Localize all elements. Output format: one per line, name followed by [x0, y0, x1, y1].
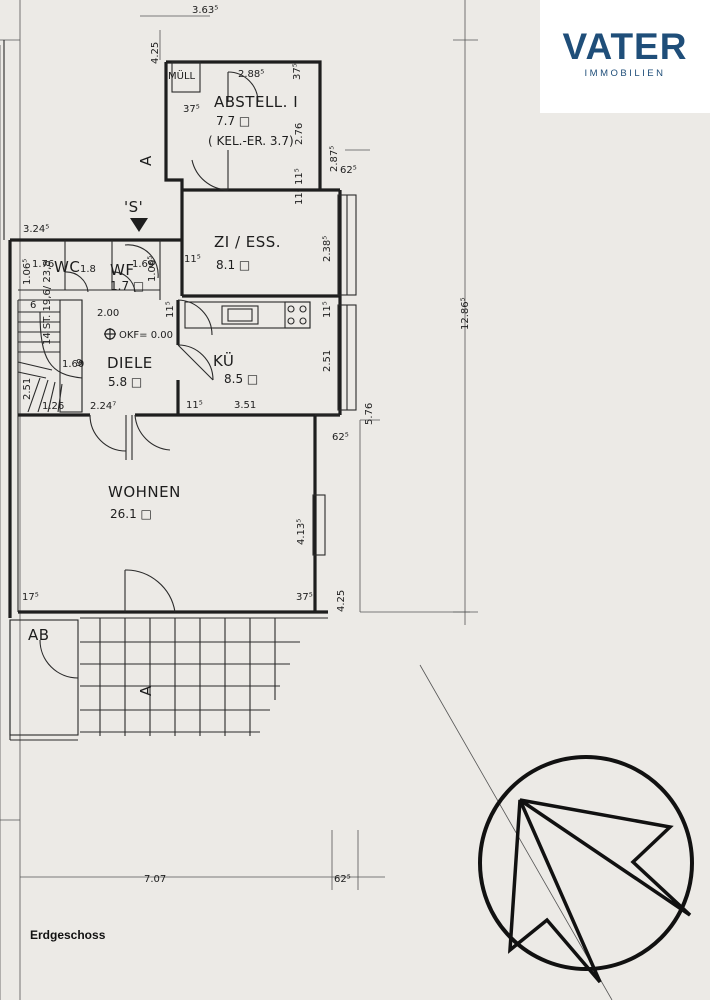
dim-251-b: 2.51 — [22, 378, 33, 400]
dim-425-top: 4.25 — [150, 42, 161, 64]
dim-9: 9 — [76, 358, 82, 369]
dim-175: 17⁵ — [22, 592, 39, 603]
dim-6: 6 — [30, 300, 36, 311]
dim-2247: 2.24⁷ — [90, 401, 116, 412]
floor-label: Erdgeschoss — [30, 928, 106, 942]
room-name-wohnen: WOHNEN — [108, 483, 181, 501]
room-name-kueche: KÜ — [213, 351, 234, 370]
dim-425-bottom: 4.25 — [336, 590, 347, 612]
dim-176: 1.76 — [32, 259, 54, 270]
doors — [39, 71, 259, 679]
dim-115-b: 11⁵ — [294, 188, 305, 205]
dim-375-b: 37⁵ — [183, 104, 200, 115]
room-name-abstell: ABSTELL. I — [214, 93, 298, 111]
dim-2385: 2.38⁵ — [322, 236, 333, 262]
room-name-muell: MÜLL — [168, 69, 196, 82]
dimension-labels: 3.63⁵ 4.25 2.88⁵ 37⁵ 37⁵ 2.76 2.87⁵ 62⁵ … — [22, 5, 471, 885]
dim-1065-b: 1.06⁵ — [147, 256, 158, 282]
dim-126: 1.26 — [42, 401, 64, 412]
dim-1065-a: 1.06⁵ — [22, 259, 33, 285]
s-mark-label: 'S' — [124, 198, 143, 216]
brand-logo: VATER IMMOBILIEN — [540, 0, 710, 113]
dim-288: 2.88⁵ — [238, 69, 264, 80]
room-area-wc: 1.8 — [80, 264, 96, 275]
room-note-abstell: ( KEL.-ER. 3.7) — [208, 134, 294, 148]
dim-375-c: 37⁵ — [296, 592, 313, 603]
room-labels: ABSTELL. I 7.7 □ ( KEL.-ER. 3.7) ZI / ES… — [28, 69, 298, 644]
dim-62-a: 62⁵ — [340, 165, 357, 176]
section-mark-top: A — [137, 155, 155, 166]
dim-363: 3.63⁵ — [192, 5, 218, 16]
windows — [171, 61, 357, 411]
room-name-ab: AB — [28, 626, 50, 644]
staircase — [17, 299, 83, 413]
brand-tagline: IMMOBILIEN — [584, 68, 666, 79]
dim-115-f: 11⁵ — [186, 400, 203, 411]
room-name-wf: WF — [110, 261, 134, 279]
dim-324: 3.24⁵ — [23, 224, 49, 235]
dim-576: 5.76 — [364, 403, 375, 425]
dim-276: 2.76 — [294, 123, 305, 145]
kitchen-counter — [184, 301, 311, 329]
room-area-wf: 1.7 □ — [110, 279, 144, 293]
markers: A A 'S' OKF= 0.00 14 ST. 19,6/ 23,8 — [42, 155, 173, 696]
room-area-zi-ess: 8.1 □ — [216, 258, 250, 272]
section-mark-bottom: A — [137, 685, 155, 696]
room-name-wc: WC — [54, 258, 80, 276]
dim-62-c: 62⁵ — [334, 874, 351, 885]
walls — [3, 40, 342, 740]
s-marker-arrow — [130, 218, 148, 232]
room-area-wohnen: 26.1 □ — [110, 507, 152, 521]
dim-115-d: 11⁵ — [165, 301, 176, 318]
dim-351: 3.51 — [234, 400, 256, 411]
level-marker — [104, 328, 116, 340]
dim-115-e: 11⁵ — [322, 301, 333, 318]
room-area-abstell: 7.7 □ — [216, 114, 250, 128]
construction-lines — [0, 0, 613, 1000]
dim-115-c: 11⁵ — [184, 254, 201, 265]
dim-169: 1.69 — [132, 259, 154, 270]
brand-name: VATER — [562, 26, 688, 67]
level-label: OKF= 0.00 — [119, 330, 173, 341]
dim-1286: 12.86⁵ — [460, 297, 471, 330]
north-arrow-icon — [478, 755, 694, 984]
dim-251-a: 2.51 — [322, 350, 333, 372]
dim-62-b: 62⁵ — [332, 432, 349, 443]
dim-115-a: 11⁵ — [294, 168, 305, 185]
room-name-zi-ess: ZI / ESS. — [214, 233, 281, 251]
dim-4135: 4.13⁵ — [296, 519, 307, 545]
dim-707: 7.07 — [144, 874, 166, 885]
room-area-diele: 5.8 □ — [108, 375, 142, 389]
dim-160: 1.60 — [62, 359, 84, 370]
room-area-kueche: 8.5 □ — [224, 372, 258, 386]
room-name-diele: DIELE — [107, 354, 153, 372]
stairs-label: 14 ST. 19,6/ 23,8 — [42, 260, 53, 345]
terrace — [9, 617, 328, 741]
dim-200: 2.00 — [97, 308, 119, 319]
dim-287: 2.87⁵ — [329, 146, 340, 172]
dim-375-a: 37⁵ — [292, 63, 303, 80]
